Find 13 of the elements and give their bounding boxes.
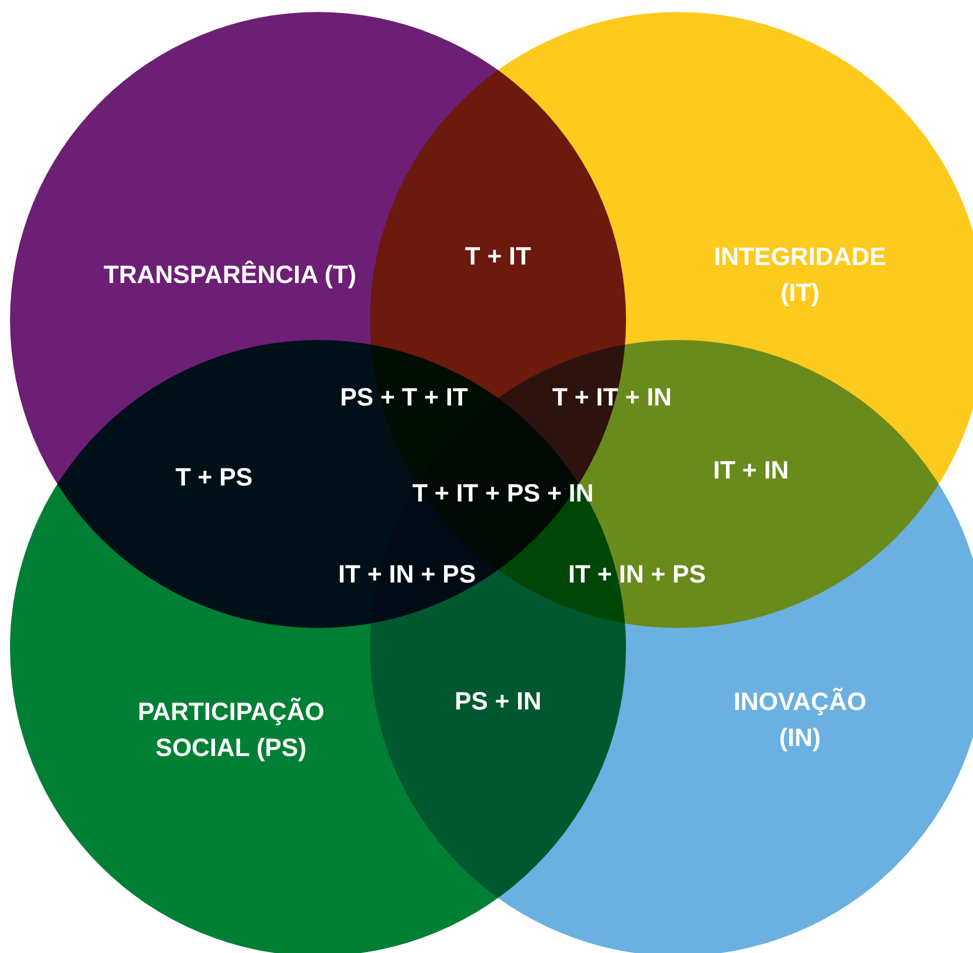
intersection-label: T + IT [465,242,531,272]
set-label: TRANSPARÊNCIA (T) [95,257,365,293]
set-label: PARTICIPAÇÃO SOCIAL (PS) [116,694,346,766]
set-label: INTEGRIDADE (IT) [695,239,905,311]
intersection-label: PS + IN [454,688,542,716]
intersection-label: T + IT + PS + IN [412,480,594,508]
intersection-label: IT + IN + PS [338,560,476,590]
set-label: INOVAÇÃO (IN) [715,684,885,756]
intersection-label: T + IT + IN [552,384,672,412]
intersection-label: IT + IN + PS [568,560,706,590]
intersection-label: T + PS [175,464,253,492]
intersection-label: IT + IN [713,456,789,486]
intersection-label: PS + T + IT [340,384,468,412]
